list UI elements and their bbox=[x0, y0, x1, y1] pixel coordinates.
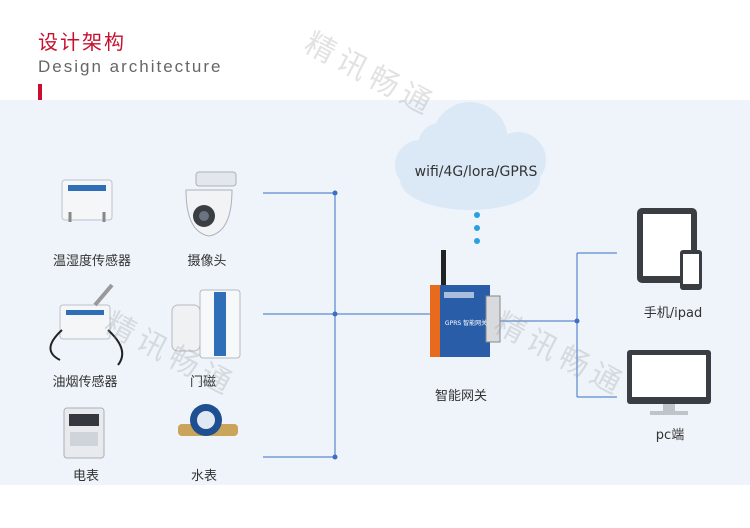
camera-icon bbox=[185, 171, 237, 237]
smart-gateway-icon bbox=[430, 250, 501, 357]
tablet-phone-icon bbox=[637, 208, 702, 290]
sensor-label-temperature-humidity: 温湿度传感器 bbox=[52, 254, 132, 269]
temperature-humidity-sensor-icon bbox=[61, 179, 113, 222]
oil-smoke-sensor-icon bbox=[49, 283, 124, 366]
client-bus-nodes bbox=[574, 318, 580, 324]
diagram-panel bbox=[0, 100, 750, 485]
gateway-device-text: GPRS 智能网关 bbox=[444, 320, 488, 327]
wireless-link bbox=[474, 212, 480, 244]
sensor-bus-lines bbox=[263, 192, 430, 458]
bus-nodes bbox=[332, 190, 338, 460]
client-bus-lines bbox=[500, 252, 617, 398]
sensor-label-oil-smoke: 油烟传感器 bbox=[52, 375, 118, 390]
client-label-pc: pc端 bbox=[655, 428, 685, 443]
cloud-icon bbox=[395, 102, 546, 210]
sensor-label-electricity-meter: 电表 bbox=[72, 469, 100, 484]
sensor-label-camera: 摄像头 bbox=[187, 254, 227, 269]
page-title-en: Design architecture bbox=[38, 57, 223, 76]
electricity-meter-icon bbox=[63, 407, 105, 459]
gateway-label: 智能网关 bbox=[434, 389, 488, 404]
door-sensor-icon bbox=[171, 289, 241, 359]
sensor-label-door: 门磁 bbox=[189, 375, 217, 390]
client-label-mobile: 手机/ipad bbox=[643, 306, 703, 321]
pc-icon bbox=[627, 350, 711, 415]
page-title-zh: 设计架构 bbox=[38, 30, 126, 54]
cloud-label: wifi/4G/lora/GPRS bbox=[414, 164, 538, 180]
sensor-label-water-meter: 水表 bbox=[190, 469, 218, 484]
water-meter-icon bbox=[178, 404, 238, 436]
